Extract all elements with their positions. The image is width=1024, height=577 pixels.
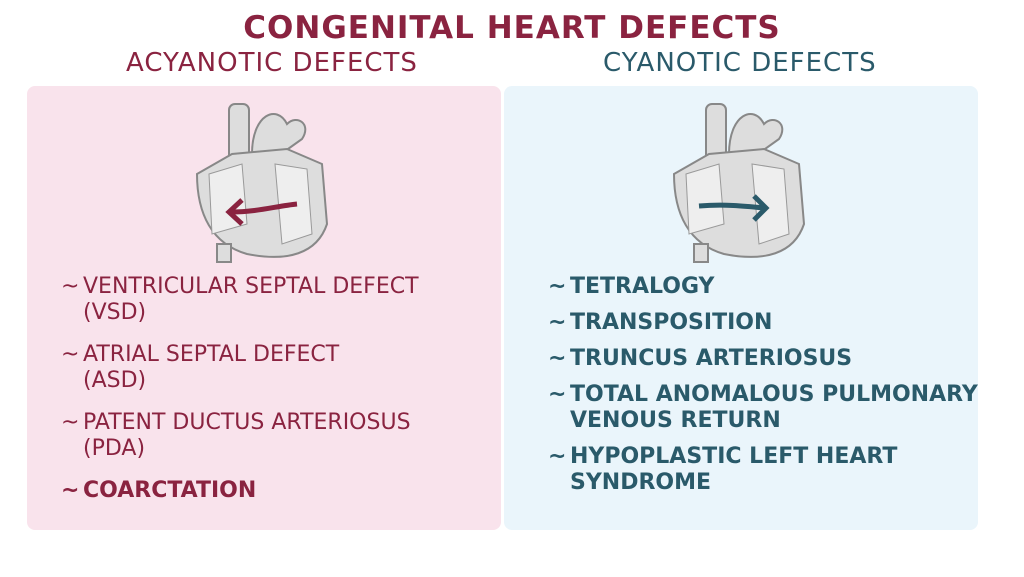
list-item: ~COARCTATION	[61, 478, 419, 504]
item-name-cont: SYNDROME	[570, 470, 712, 495]
bullet: ~	[548, 310, 567, 335]
bullet: ~	[61, 478, 80, 503]
heart-illustration-left-to-right-shunt	[195, 103, 329, 263]
bullet: ~	[548, 346, 567, 371]
cyanotic-list: ~TETRALOGY ~TRANSPOSITION ~TRUNCUS ARTER…	[548, 274, 978, 506]
cyanotic-panel: ~TETRALOGY ~TRANSPOSITION ~TRUNCUS ARTER…	[504, 86, 978, 530]
list-item: ~TRUNCUS ARTERIOSUS	[548, 346, 978, 372]
item-name: TRANSPOSITION	[570, 310, 773, 335]
item-name: HYPOPLASTIC LEFT HEART	[570, 444, 898, 469]
list-item: ~VENTRICULAR SEPTAL DEFECT(VSD)	[61, 274, 419, 326]
acyanotic-panel: ~VENTRICULAR SEPTAL DEFECT(VSD) ~ATRIAL …	[27, 86, 501, 530]
item-name: TOTAL ANOMALOUS PULMONARY	[570, 382, 978, 407]
item-name: TETRALOGY	[570, 274, 715, 299]
bullet: ~	[61, 274, 80, 299]
acyanotic-heading: ACYANOTIC DEFECTS	[126, 48, 418, 78]
item-abbr: (VSD)	[83, 300, 147, 325]
list-item: ~TRANSPOSITION	[548, 310, 978, 336]
bullet: ~	[548, 382, 567, 407]
acyanotic-list: ~VENTRICULAR SEPTAL DEFECT(VSD) ~ATRIAL …	[61, 274, 419, 520]
item-name-cont: VENOUS RETURN	[570, 408, 781, 433]
bullet: ~	[548, 274, 567, 299]
item-name: COARCTATION	[83, 478, 257, 503]
item-abbr: (ASD)	[83, 368, 147, 393]
item-name: VENTRICULAR SEPTAL DEFECT	[83, 274, 419, 299]
item-name: PATENT DUCTUS ARTERIOSUS	[83, 410, 411, 435]
bullet: ~	[548, 444, 567, 469]
item-abbr: (PDA)	[83, 436, 146, 461]
list-item: ~PATENT DUCTUS ARTERIOSUS(PDA)	[61, 410, 419, 462]
item-name: TRUNCUS ARTERIOSUS	[570, 346, 853, 371]
list-item: ~TETRALOGY	[548, 274, 978, 300]
heart-illustration-right-to-left-shunt	[672, 103, 806, 263]
item-name: ATRIAL SEPTAL DEFECT	[83, 342, 340, 367]
bullet: ~	[61, 342, 80, 367]
bullet: ~	[61, 410, 80, 435]
list-item: ~ATRIAL SEPTAL DEFECT(ASD)	[61, 342, 419, 394]
page-title: CONGENITAL HEART DEFECTS	[243, 10, 781, 46]
cyanotic-heading: CYANOTIC DEFECTS	[603, 48, 877, 78]
